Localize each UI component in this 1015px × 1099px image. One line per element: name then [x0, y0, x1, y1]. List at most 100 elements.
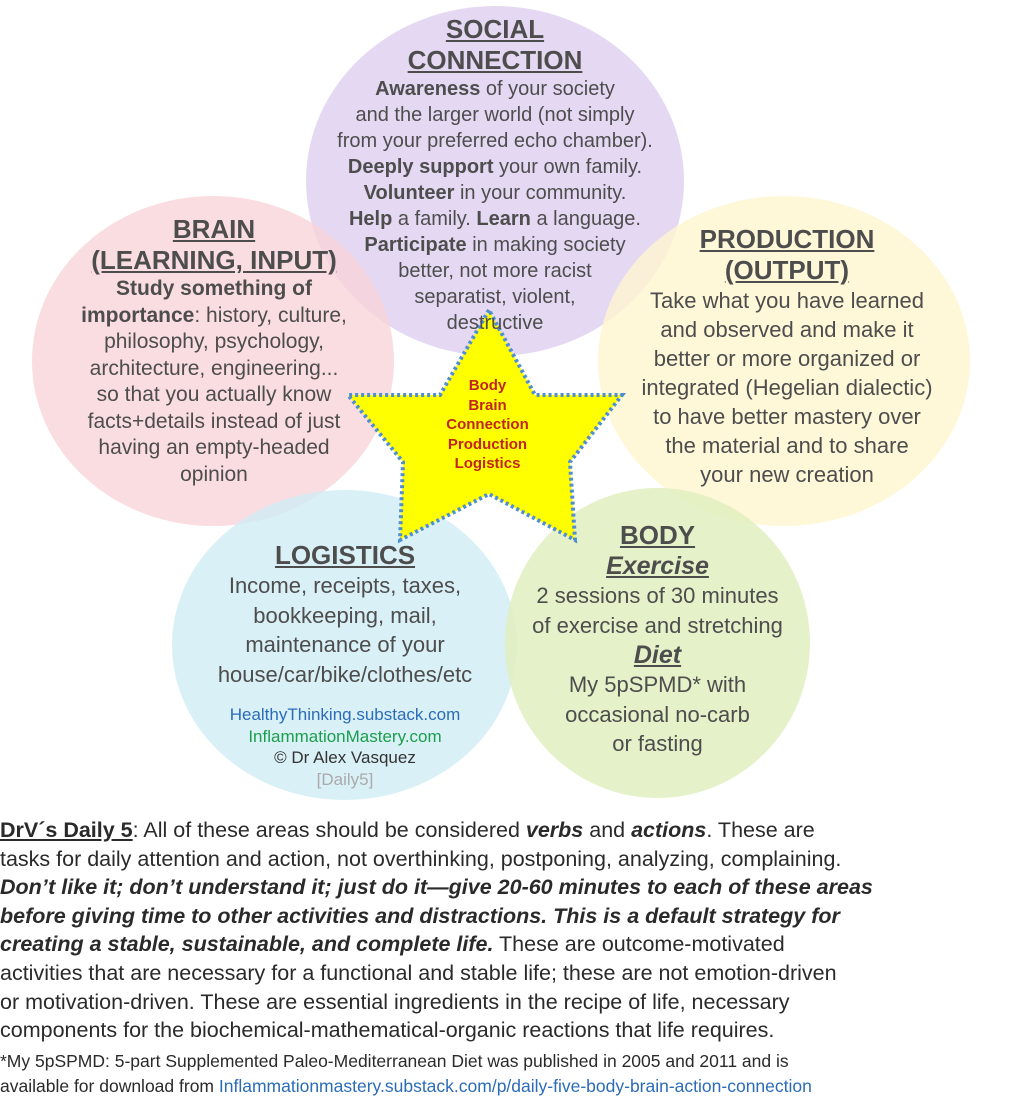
brain-circle: [32, 196, 394, 526]
social-text: of your society: [480, 78, 615, 100]
social-line: and the larger world (not simply: [355, 104, 635, 126]
social-bold-participate: Participate: [364, 234, 467, 256]
body-circle: [505, 488, 810, 798]
body-line: of exercise and stretching: [532, 612, 783, 638]
para-text: These are outcome-motivated: [493, 932, 785, 957]
brain-line: opinion: [180, 462, 248, 486]
daily5-heading: DrV´s Daily 5: [0, 818, 133, 842]
para-text: : All of these areas should be considere…: [132, 818, 526, 842]
production-title-line2: (OUTPUT): [724, 255, 850, 285]
brain-line: facts+details instead of just: [87, 409, 341, 433]
social-line: Participate in making society: [306, 232, 684, 258]
star-label-connection: Connection: [446, 416, 529, 433]
brain-line: importance: history, culture,: [40, 303, 388, 330]
social-line: Help a family. Learn a language.: [306, 206, 684, 232]
body-line: My 5pSPMD* with: [568, 672, 747, 697]
body-title: BODY: [619, 520, 696, 550]
social-line: from your preferred echo chamber).: [337, 130, 653, 152]
brain-line: architecture, engineering...: [89, 356, 339, 380]
footnote: *My 5pSPMD: 5-part Supplemented Paleo-Me…: [0, 1049, 1015, 1099]
healthythinking-link[interactable]: HealthyThinking.substack.com: [229, 705, 461, 724]
social-line: Deeply support your own family.: [306, 154, 684, 180]
social-line: better, not more racist: [398, 260, 592, 282]
social-line: Volunteer in your community.: [306, 180, 684, 206]
social-bold-awareness: Awareness: [375, 78, 481, 100]
production-block: PRODUCTION (OUTPUT) Take what you have l…: [606, 224, 968, 489]
para-line: DrV´s Daily 5: All of these areas should…: [0, 816, 1015, 845]
production-line: better or more organized or: [653, 346, 921, 371]
diet-subtitle: Diet: [633, 641, 682, 669]
production-line: Take what you have learned: [650, 288, 924, 313]
brain-line: so that you actually know: [96, 383, 332, 406]
social-line: Awareness of your society: [306, 76, 684, 102]
body-line: occasional no-carb: [565, 701, 750, 727]
brain-line: Study something of: [40, 276, 388, 303]
para-line: activities that are necessary for a func…: [0, 960, 837, 985]
social-text: a language.: [530, 208, 641, 230]
social-text: your own family.: [493, 156, 643, 178]
copyright-text: © Dr Alex Vasquez: [274, 748, 416, 767]
brain-line: having an empty-headed: [98, 436, 330, 459]
body-line: 2 sessions of 30 minutes: [536, 583, 779, 608]
brain-line: philosophy, psychology,: [104, 330, 324, 353]
star-label-production: Production: [447, 435, 528, 453]
credits-block: HealthyThinking.substack.com Inflammatio…: [180, 704, 510, 790]
para-actions: actions: [631, 818, 707, 842]
para-line: Don’t like it; don’t understand it; just…: [0, 875, 873, 900]
brain-text: : history, culture,: [194, 303, 347, 327]
body-line: or fasting: [612, 731, 703, 756]
social-text: in making society: [466, 234, 626, 256]
inflammationmastery-link[interactable]: InflammationMastery.com: [248, 726, 442, 746]
production-line: your new creation: [700, 462, 874, 487]
production-line: integrated (Hegelian dialectic): [641, 375, 933, 400]
para-line: creating a stable, sustainable, and comp…: [0, 930, 1015, 959]
para-line: tasks for daily attention and action, no…: [0, 846, 842, 871]
social-connection-block: SOCIAL CONNECTION Awareness of your soci…: [306, 14, 684, 336]
para-verbs: verbs: [525, 818, 584, 842]
social-bold-volunteer: Volunteer: [363, 182, 455, 204]
social-title-line1: SOCIAL: [445, 14, 545, 44]
social-text: a family.: [392, 208, 477, 230]
download-link[interactable]: Inflammationmastery.substack.com/p/daily…: [218, 1076, 812, 1096]
social-title-line2: CONNECTION: [407, 45, 583, 75]
logistics-circle: [172, 490, 517, 800]
footnote-line: *My 5pSPMD: 5-part Supplemented Paleo-Me…: [0, 1051, 789, 1071]
social-bold-help: Help: [348, 208, 393, 230]
social-text: in your community.: [454, 182, 627, 204]
footnote-text: available for download from: [0, 1076, 219, 1096]
brain-block: BRAIN (LEARNING, INPUT) Study something …: [40, 214, 388, 488]
production-title-line1: PRODUCTION: [699, 224, 875, 254]
para-text: and: [583, 818, 632, 842]
star-label-brain: Brain: [468, 396, 507, 414]
production-line: and observed and make it: [660, 317, 914, 342]
daily5-tag: [Daily5]: [316, 769, 374, 789]
production-line: the material and to share: [665, 433, 909, 458]
star-icon: [343, 305, 627, 544]
description-paragraph: DrV´s Daily 5: All of these areas should…: [0, 816, 1015, 1045]
footnote-line: available for download from Inflammation…: [0, 1074, 1015, 1099]
logistics-line: maintenance of your: [245, 632, 445, 657]
body-block: BODY Exercise 2 sessions of 30 minutes o…: [505, 520, 810, 759]
para-line: or motivation-driven. These are essentia…: [0, 989, 790, 1014]
logistics-title: LOGISTICS: [274, 540, 416, 570]
star-label-body: Body: [468, 377, 507, 394]
brain-title-line2: (LEARNING, INPUT): [91, 245, 337, 275]
logistics-line: house/car/bike/clothes/etc: [217, 661, 473, 687]
para-bold-italic: creating a stable, sustainable, and comp…: [0, 932, 494, 957]
brain-bold-study: Study something of: [116, 277, 312, 300]
logistics-line: Income, receipts, taxes,: [228, 573, 462, 598]
production-circle: [598, 196, 970, 526]
production-line: to have better mastery over: [653, 404, 921, 429]
para-line: before giving time to other activities a…: [0, 903, 840, 928]
exercise-subtitle: Exercise: [606, 552, 709, 580]
para-line: components for the biochemical-mathemati…: [0, 1018, 775, 1043]
para-text: . These are: [706, 818, 815, 842]
logistics-block: LOGISTICS Income, receipts, taxes, bookk…: [180, 540, 510, 689]
star-label-logistics: Logistics: [454, 455, 521, 472]
social-line: destructive: [446, 312, 544, 334]
logistics-line: bookkeeping, mail,: [253, 602, 437, 628]
social-bold-deeply-support: Deeply support: [347, 156, 494, 178]
star-labels: Body Brain Connection Production Logisti…: [430, 376, 545, 474]
brain-title-line1: BRAIN: [172, 214, 256, 244]
